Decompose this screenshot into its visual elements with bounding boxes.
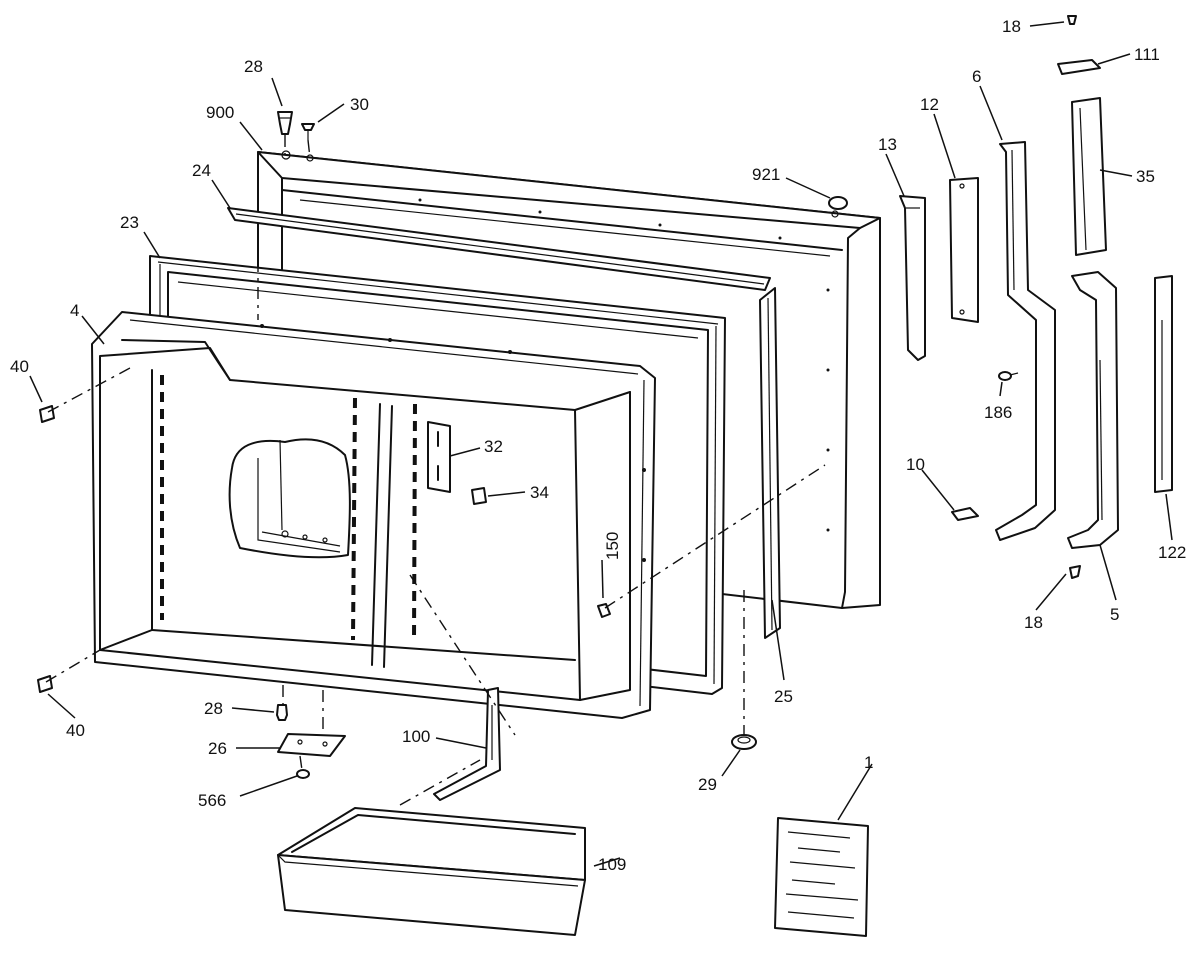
callout-25: 25 xyxy=(774,687,793,706)
callout-122: 122 xyxy=(1158,543,1186,562)
callout-26: 26 xyxy=(208,739,227,758)
callout-29: 29 xyxy=(698,775,717,794)
part-32-latch-bracket xyxy=(427,421,451,493)
part-100-bracket xyxy=(433,687,501,801)
part-40-bumper-bottom xyxy=(37,675,53,693)
part-30-screw xyxy=(301,123,315,140)
callout-40-bottom: 40 xyxy=(66,721,85,740)
part-34-latch-pin xyxy=(471,487,487,505)
assembly-lines xyxy=(45,135,826,806)
callout-35: 35 xyxy=(1136,167,1155,186)
part-29-foot xyxy=(731,734,757,750)
callout-100: 100 xyxy=(402,727,430,746)
part-566-screw xyxy=(296,769,310,779)
callout-40-top: 40 xyxy=(10,357,29,376)
callout-150: 150 xyxy=(603,532,622,560)
callout-labels: 900 28 30 24 23 4 40 32 34 150 40 28 26 … xyxy=(10,17,1186,874)
callout-1: 1 xyxy=(864,753,873,772)
callout-111: 111 xyxy=(1134,45,1160,64)
part-28-screw-bottom xyxy=(276,704,288,721)
callout-6: 6 xyxy=(972,67,981,86)
callout-23: 23 xyxy=(120,213,139,232)
callout-13: 13 xyxy=(878,135,897,154)
part-25-side-strip xyxy=(759,287,781,639)
callout-186: 186 xyxy=(984,403,1012,422)
leader-lines xyxy=(29,21,1173,867)
part-122-strip xyxy=(1154,275,1173,493)
callout-4: 4 xyxy=(70,301,79,320)
part-6-door-stop-arm xyxy=(995,141,1056,541)
callout-10: 10 xyxy=(906,455,925,474)
part-35-channel xyxy=(1071,97,1107,256)
part-109-bin xyxy=(277,807,586,936)
callout-566: 566 xyxy=(198,791,226,810)
part-186-screw xyxy=(998,371,1019,381)
part-28-screw-top xyxy=(277,111,293,135)
callout-32: 32 xyxy=(484,437,503,456)
part-111-clip xyxy=(1057,59,1101,75)
part-12-bracket xyxy=(949,177,979,323)
callout-5: 5 xyxy=(1110,605,1119,624)
callout-28-bottom: 28 xyxy=(204,699,223,718)
callout-12: 12 xyxy=(920,95,939,114)
part-24-trim-strip xyxy=(227,207,771,291)
callout-34: 34 xyxy=(530,483,549,502)
part-18-screw-bottom xyxy=(1069,565,1081,579)
callout-18-top: 18 xyxy=(1002,17,1021,36)
part-13-bracket xyxy=(899,195,926,361)
callout-921: 921 xyxy=(752,165,780,184)
part-1-instruction-card xyxy=(774,817,869,937)
part-10-clip xyxy=(951,507,979,521)
part-40-bumper-top xyxy=(39,405,55,423)
part-18-screw-top xyxy=(1067,15,1077,25)
callout-18-bottom: 18 xyxy=(1024,613,1043,632)
callout-900: 900 xyxy=(206,103,234,122)
callout-24: 24 xyxy=(192,161,211,180)
part-26-hinge-plate xyxy=(277,733,346,757)
callout-109: 109 xyxy=(598,855,626,874)
part-5-hinge-arm xyxy=(1067,271,1119,549)
part-4-inner-door-liner xyxy=(91,311,656,719)
part-921-plug xyxy=(828,196,848,210)
callout-28-top: 28 xyxy=(244,57,263,76)
callout-30: 30 xyxy=(350,95,369,114)
